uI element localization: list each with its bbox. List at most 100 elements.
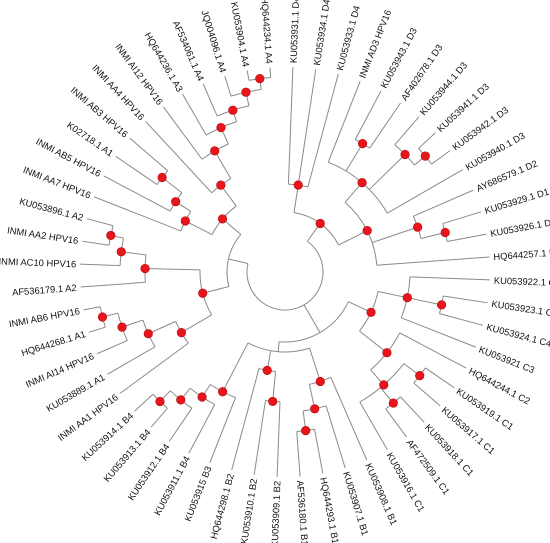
leaf-label: JQ004096.1 A4 — [199, 9, 228, 74]
branch-segment — [83, 306, 101, 311]
branch-segment — [293, 184, 299, 213]
bootstrap-support-node — [382, 348, 392, 358]
branch-segment — [145, 121, 213, 194]
bootstrap-support-node — [241, 87, 251, 97]
leaf-label: KU053915 B3 — [182, 464, 214, 522]
branch-segment — [80, 263, 121, 267]
branch-segment — [297, 69, 317, 186]
bootstrap-support-node — [218, 387, 228, 397]
branch-segment — [359, 401, 388, 450]
branch-segment — [394, 116, 420, 146]
leaf-label: INMI AC10 HPV16 — [0, 255, 76, 269]
bootstrap-support-node — [413, 222, 423, 232]
leaf-label: KU053929.1 D1 — [483, 186, 550, 216]
leaf-label: HQ644234.1 A4 — [259, 0, 275, 64]
bootstrap-support-node — [143, 329, 153, 339]
branch-segment — [314, 429, 324, 474]
leaf-label: HQ644293.1 B1 — [318, 476, 341, 543]
branch-segment — [385, 408, 407, 438]
branch-segment — [222, 342, 249, 392]
bootstrap-support-node — [157, 172, 167, 183]
branch-segment — [330, 377, 368, 461]
leaf-label: KU053896.1 A2 — [18, 195, 84, 223]
bootstrap-support-node — [402, 293, 412, 303]
leaf-label: AF536180.1 B1 — [295, 480, 311, 543]
bootstrap-support-node — [180, 216, 190, 226]
branch-segment — [376, 256, 490, 266]
tree-branches — [80, 67, 490, 477]
branch-segment — [253, 400, 266, 475]
branch-segment — [231, 368, 260, 471]
bootstrap-support-node — [357, 178, 367, 188]
bootstrap-support-node — [117, 322, 127, 332]
bootstrap-support-node — [400, 149, 410, 160]
branch-segment — [150, 407, 168, 428]
branch-segment — [276, 401, 281, 477]
branch-segment — [103, 175, 171, 212]
bootstrap-support-node — [366, 307, 376, 317]
branch-segment — [413, 189, 474, 217]
branch-segment — [86, 218, 114, 227]
branch-segment — [325, 405, 346, 469]
bootstrap-support-node — [176, 395, 186, 405]
branch-segment — [119, 342, 189, 394]
bootstrap-support-node — [379, 380, 389, 390]
branch-segment — [443, 295, 488, 304]
tree-nodes — [97, 74, 450, 436]
branch-segment — [369, 102, 402, 149]
bootstrap-support-node — [293, 180, 303, 190]
branch-segment — [202, 83, 218, 117]
branch-segment — [413, 382, 441, 407]
bootstrap-support-node — [97, 312, 108, 322]
branch-segment — [296, 431, 301, 477]
branch-segment — [418, 132, 436, 149]
bootstrap-support-node — [171, 197, 181, 207]
branch-segment — [359, 330, 388, 354]
branch-segment — [303, 304, 321, 333]
branch-segment — [377, 291, 408, 299]
branch-segment — [129, 137, 168, 172]
leaf-label: AF536179.1 A2 — [12, 282, 77, 298]
leaf-label: KU053923.1 C4 — [491, 298, 550, 319]
branch-segment — [134, 393, 154, 412]
branch-arc — [246, 240, 324, 311]
bootstrap-support-node — [116, 247, 126, 257]
bootstrap-support-node — [216, 122, 226, 133]
bootstrap-support-node — [436, 300, 447, 310]
leaf-label: INMI AB6 HPV16 — [8, 305, 81, 329]
branch-segment — [431, 150, 451, 165]
branch-segment — [148, 320, 176, 335]
branch-segment — [401, 317, 476, 348]
branch-segment — [228, 258, 249, 264]
bootstrap-support-node — [210, 146, 220, 156]
bootstrap-support-node — [268, 396, 278, 407]
leaf-label: KU053933.1 D4 — [334, 4, 362, 71]
branch-segment — [338, 230, 368, 246]
branch-segment — [115, 155, 158, 185]
branch-segment — [214, 150, 232, 179]
branch-segment — [309, 347, 321, 382]
branch-segment — [182, 94, 207, 136]
leaf-label: KU053910.1 B2 — [238, 478, 259, 543]
bootstrap-support-node — [262, 365, 272, 376]
branch-segment — [185, 220, 213, 236]
branch-segment — [277, 341, 280, 352]
leaf-label: HQ644257.1 D1 — [493, 246, 550, 262]
branch-segment — [371, 226, 418, 244]
branch-segment — [269, 67, 272, 78]
bootstrap-support-node — [357, 139, 368, 149]
branch-segment — [327, 81, 361, 163]
bootstrap-support-node — [106, 230, 116, 241]
branch-segment — [409, 276, 490, 281]
bootstrap-support-node — [310, 404, 320, 414]
bootstrap-support-node — [420, 151, 430, 161]
branch-segment — [400, 396, 425, 423]
branch-segment — [168, 407, 193, 442]
branch-segment — [307, 73, 339, 188]
leaf-label: INMI AA2 HPV16 — [6, 224, 79, 246]
bootstrap-support-node — [440, 227, 450, 238]
branch-segment — [209, 397, 236, 463]
branch-segment — [287, 67, 294, 185]
